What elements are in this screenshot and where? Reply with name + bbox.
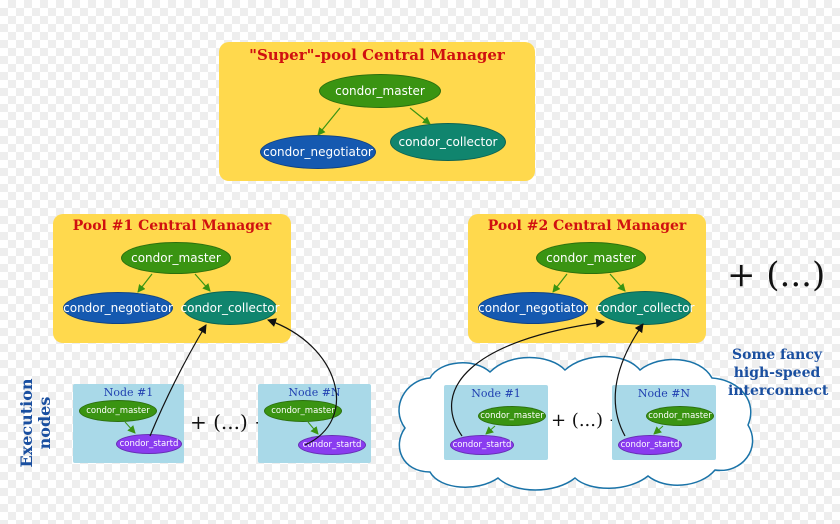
pool1-node-first-startd: condor_startd [116, 434, 182, 454]
pool2-collector-node: condor_collector [596, 291, 695, 325]
pool2-node-last-title: Node #N [637, 387, 691, 400]
pool1-title: Pool #1 Central Manager [72, 218, 272, 234]
execution-nodes-label: Execution nodes [17, 378, 54, 468]
pool2-node-last-master: condor_master [646, 406, 714, 426]
pool2-master-node: condor_master [536, 242, 646, 274]
super-negotiator-node: condor_negotiator [260, 135, 376, 169]
pool2-manager: Pool #2 Central Manager condor_master co… [468, 214, 706, 343]
pool2-node-first-title: Node #1 [471, 387, 521, 400]
pool1-node-last-master: condor_master [264, 400, 342, 422]
pool1-negotiator-node: condor_negotiator [63, 292, 173, 324]
pool2-node-first-master: condor_master [478, 406, 546, 426]
super-collector-node: condor_collector [390, 123, 506, 161]
pool2-node-last: Node #N condor_master condor_startd [612, 385, 716, 460]
pool1-node-first: Node #1 condor_master condor_startd [73, 384, 184, 463]
pool1-node-last-startd: condor_startd [298, 435, 366, 455]
pool1-node-last: Node #N condor_master condor_startd [258, 384, 371, 463]
pool2-node-first-startd: condor_startd [450, 435, 514, 455]
super-master-node: condor_master [319, 74, 441, 108]
pool1-node-first-master: condor_master [79, 400, 157, 422]
pool1-node-first-title: Node #1 [103, 386, 154, 399]
pool1-master-node: condor_master [121, 242, 231, 274]
pool2-node-first: Node #1 condor_master condor_startd [444, 385, 548, 460]
pool1-node-last-title: Node #N [288, 386, 341, 399]
pool2-negotiator-node: condor_negotiator [478, 292, 588, 324]
interconnect-label: Some fancy high-speed interconnect [728, 347, 829, 399]
pool2-title: Pool #2 Central Manager [487, 218, 687, 234]
pool1-manager: Pool #1 Central Manager condor_master co… [53, 214, 291, 343]
super-pool-manager: "Super"-pool Central Manager condor_mast… [219, 42, 535, 181]
more-pools-label: + (...) [727, 255, 826, 295]
pool2-node-last-startd: condor_startd [618, 435, 682, 455]
pool1-collector-node: condor_collector [181, 291, 280, 325]
super-pool-title: "Super"-pool Central Manager [249, 46, 505, 64]
